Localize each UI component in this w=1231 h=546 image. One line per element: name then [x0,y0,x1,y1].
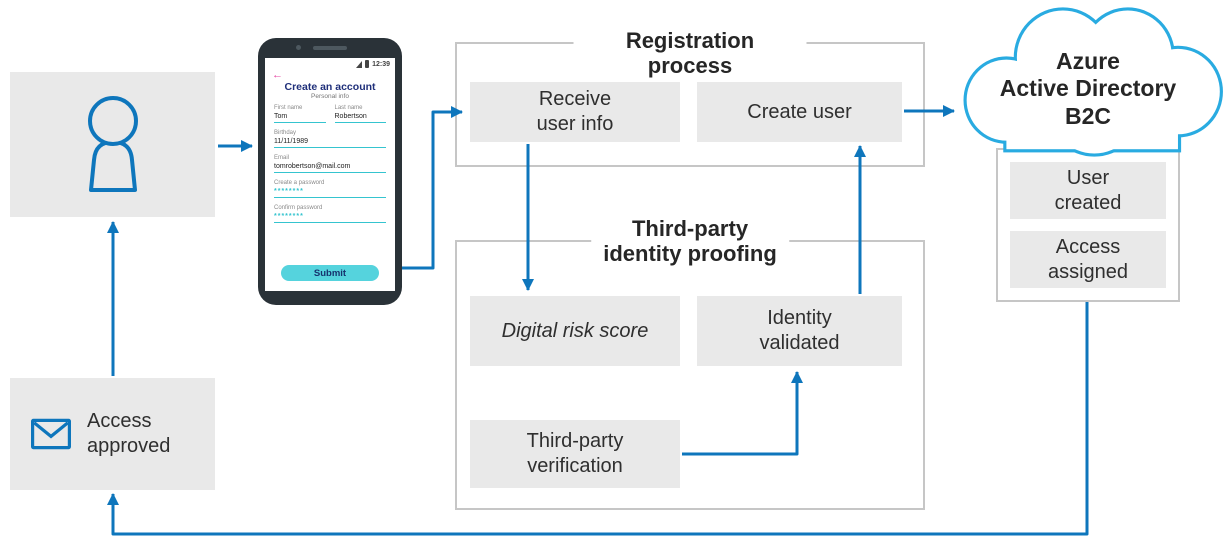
create-password-value[interactable]: ******** [274,187,386,198]
person-icon [87,95,138,192]
first-name-field[interactable]: First name Tom [274,105,326,123]
azure-label-line1: Azure [1056,48,1120,75]
user-box [10,72,215,217]
third-party-verification-label: Third-party verification [526,430,624,477]
receive-user-info-box: Receive user info [470,82,680,142]
access-assigned-label: Access assigned [1047,235,1129,283]
confirm-password-field[interactable]: Confirm password ******** [274,205,386,223]
email-label: Email [274,155,290,161]
birthday-label: Birthday [274,130,297,136]
registration-process-group: Registration process [455,28,925,167]
arrow-phone-to-receive [402,106,463,270]
last-name-field[interactable]: Last name Robertson [334,105,386,123]
envelope-icon [30,418,71,450]
phone-screen: 12:39 ← Create an account Personal info … [265,58,395,291]
last-name-label: Last name [334,105,363,111]
receive-user-info-label: Receive user info [536,88,614,135]
phone-mockup: 12:39 ← Create an account Personal info … [258,38,402,305]
identity-validated-box: Identity validated [697,296,902,366]
back-arrow-icon[interactable]: ← [272,69,283,81]
create-password-field[interactable]: Create a password ******** [274,180,386,198]
access-approved-label: Access approved [87,410,171,457]
birthday-value[interactable]: 11/11/1989 [274,137,386,148]
digital-risk-score-label: Digital risk score [501,319,649,342]
phone-time: 12:39 [372,60,390,68]
identity-validated-label: Identity validated [759,307,840,354]
azure-outputs-box: User created Access assigned [996,148,1180,302]
access-assigned-box: Access assigned [1010,231,1166,288]
third-party-verification-box: Third-party verification [470,420,680,488]
create-user-label: Create user [747,100,852,123]
submit-button[interactable]: Submit [281,265,379,281]
signal-icon [356,60,363,68]
create-user-box: Create user [697,82,902,142]
digital-risk-score-box: Digital risk score [470,296,680,366]
confirm-password-value[interactable]: ******** [274,212,386,223]
access-approved-box: Access approved [10,378,215,490]
registration-process-title: Registration process [573,28,807,79]
phone-camera-icon [296,45,301,50]
create-password-label: Create a password [274,180,325,186]
azure-ad-b2c-cloud: Azure Active Directory B2C [952,2,1224,162]
battery-icon [365,60,370,68]
email-field[interactable]: Email tomrobertson@mail.com [274,155,386,173]
last-name-value[interactable]: Robertson [334,112,386,123]
email-value[interactable]: tomrobertson@mail.com [274,162,386,173]
cloud-icon [963,7,1223,157]
user-created-box: User created [1010,162,1166,219]
phone-status-bar: 12:39 [265,58,395,69]
third-party-proofing-title: Third-party identity proofing [591,216,789,267]
phone-speaker-icon [313,46,347,50]
azure-label-line3: B2C [1064,102,1111,129]
user-created-label: User created [1054,166,1122,214]
phone-form-subtitle: Personal info [311,93,349,100]
phone-form-title: Create an account [284,81,376,93]
first-name-label: First name [274,105,303,111]
first-name-value[interactable]: Tom [274,112,326,123]
phone-form-fields: First name Tom Last name Robertson Birth… [265,105,395,230]
azure-ad-b2c-label: Azure Active Directory B2C [952,2,1224,162]
azure-label-line2: Active Directory [999,75,1177,102]
confirm-password-label: Confirm password [274,205,323,211]
birthday-field[interactable]: Birthday 11/11/1989 [274,130,386,148]
